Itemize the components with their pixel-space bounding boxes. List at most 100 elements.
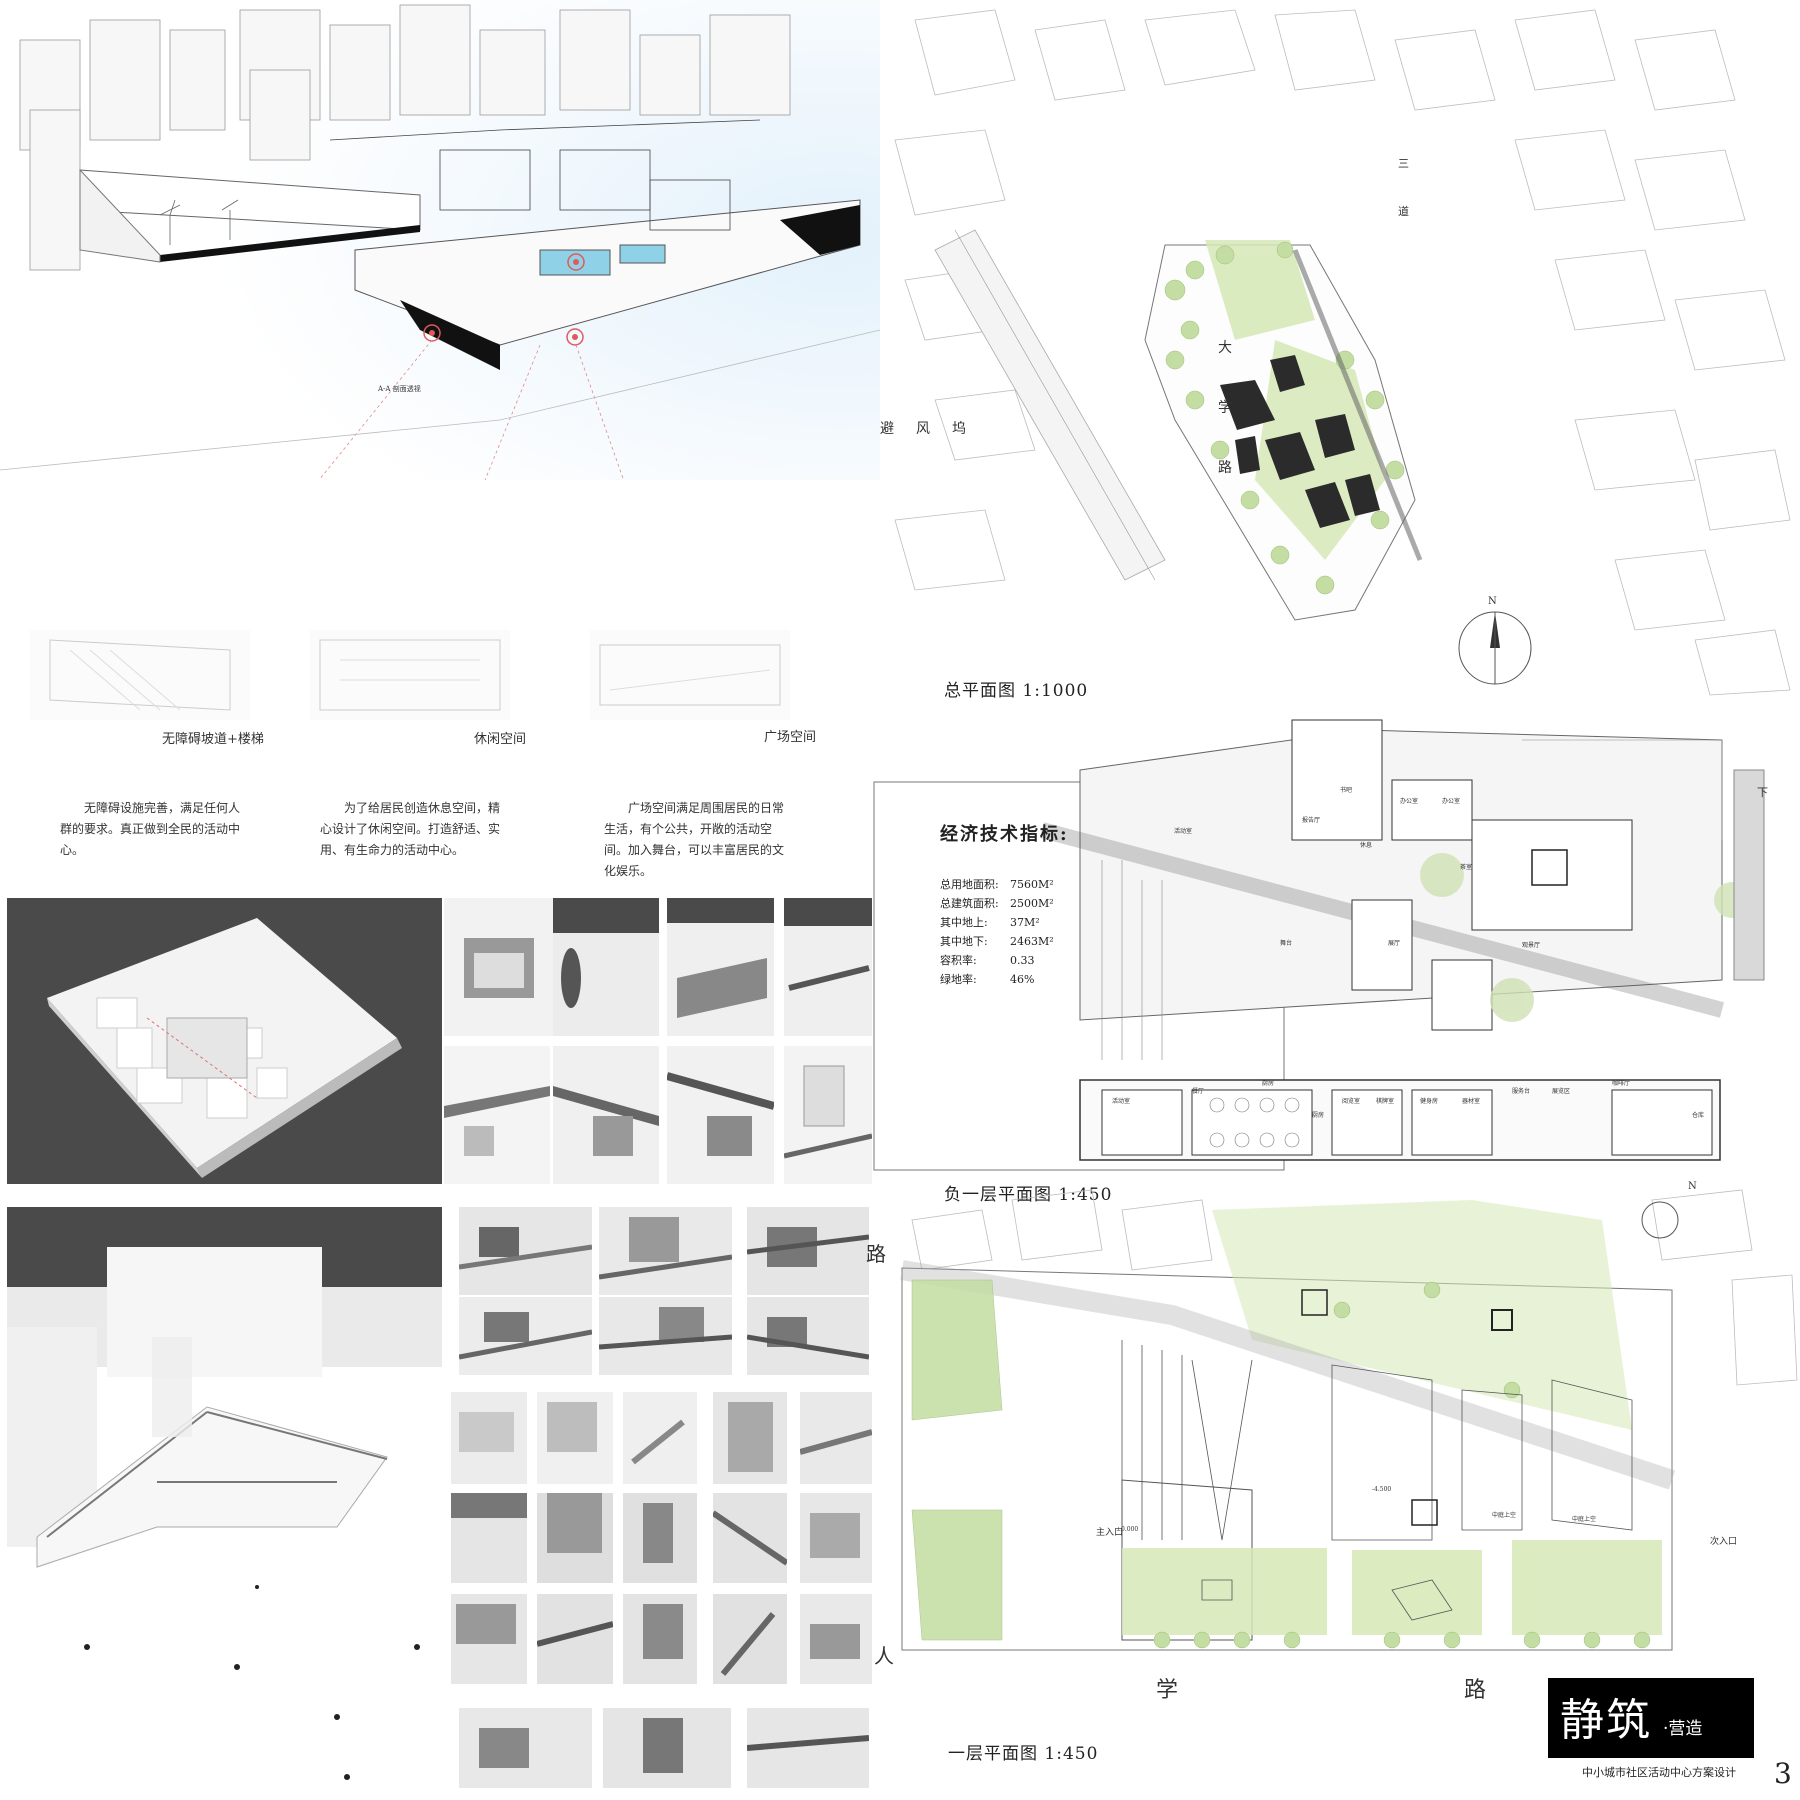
brand-dot: · — [1663, 1719, 1669, 1739]
model-photo-perspective — [7, 1207, 442, 1782]
inset-ramp-thumb — [30, 630, 250, 720]
page-number: 3 — [1774, 1757, 1792, 1790]
model-detail-3 — [667, 898, 774, 1036]
site-road-name: 大学路 — [1218, 340, 1232, 476]
ground-main-entry: 主入口 — [1096, 1528, 1124, 1538]
indicator-row-2: 总建筑面积: 2500M² — [940, 895, 1054, 913]
basement-room-2: 办公室 — [1400, 798, 1419, 805]
basement-room-10: 茶室 — [1460, 864, 1473, 871]
indicator-value-6: 46% — [1010, 973, 1035, 986]
model-detail-8 — [784, 1046, 872, 1184]
interior-thumb-1 — [451, 1392, 527, 1484]
model-detail-5 — [444, 1046, 550, 1184]
ground-plan-title: 一层平面图 1:450 — [948, 1744, 1099, 1764]
interior-thumb-4 — [713, 1392, 787, 1484]
basement-room-20: 服务台 — [1512, 1088, 1531, 1095]
indicator-label-3: 其中地上: — [940, 916, 988, 929]
basement-room-3: 办公室 — [1442, 798, 1461, 805]
interior-thumb-2 — [537, 1392, 613, 1484]
indicator-label-1: 总用地面积: — [940, 878, 999, 891]
ground-plan: N 中庭上空 中庭上空 ±0.000 -4.500 — [872, 1180, 1800, 1800]
interior-thumb-13 — [623, 1594, 697, 1684]
section-perspective: A-A 剖面透视 — [0, 0, 880, 480]
interior-thumb-3 — [623, 1392, 697, 1484]
indicator-value-2: 2500M² — [1010, 897, 1054, 910]
indicator-value-5: 0.33 — [1010, 954, 1035, 967]
inset-plaza-thumb — [590, 630, 790, 720]
model-thumb-2 — [599, 1207, 732, 1295]
model-thumb-9 — [747, 1708, 869, 1788]
model-thumb-7 — [459, 1708, 592, 1788]
site-plan: N — [875, 0, 1800, 700]
model-thumb-6 — [747, 1297, 869, 1375]
brand-block: 静筑 ·营造 — [1548, 1678, 1754, 1758]
site-area-name: 避风坞 — [880, 421, 988, 437]
inset-text-ramp: 无障碍设施完善，满足任何人群的要求。真正做到全民的活动中心。 — [60, 801, 241, 857]
model-photo-aerial — [7, 898, 442, 1184]
basement-room-11: 餐厅 — [1192, 1088, 1205, 1095]
basement-room-19: 展览区 — [1552, 1088, 1571, 1095]
basement-room-4: 报告厅 — [1302, 817, 1321, 824]
ground-north-label: N — [1688, 1181, 1697, 1192]
section-perspective-drawing — [0, 0, 880, 480]
inset-label-ramp: 无障碍坡道+楼梯 — [162, 732, 264, 747]
indicator-row-5: 容积率: 0.33 — [940, 952, 1035, 970]
site-plan-title: 总平面图 1:1000 — [944, 681, 1089, 701]
model-detail-1 — [444, 898, 557, 1036]
basement-room-5: 休息 — [1360, 842, 1373, 849]
ground-level-2: -4.500 — [1372, 1486, 1392, 1493]
indicator-label-4: 其中地下: — [940, 935, 988, 948]
basement-room-16: 健身房 — [1420, 1098, 1439, 1105]
site-north-label: N — [1488, 596, 1497, 607]
model-detail-4 — [784, 898, 872, 1036]
section-caption: A-A 剖面透视 — [378, 385, 421, 393]
brand-project: 中小城市社区活动中心方案设计 — [1582, 1766, 1736, 1779]
inset-label-plaza: 广场空间 — [764, 730, 817, 745]
ground-road-char-4: 人 — [874, 1644, 894, 1668]
model-detail-6 — [553, 1046, 659, 1184]
interior-thumb-8 — [623, 1493, 697, 1583]
basement-room-6: 舞台 — [1280, 940, 1293, 947]
indicators-block: 经济技术指标: 总用地面积:7560M² 总建筑面积: 2500M² 其中地上: 3… — [940, 820, 1140, 990]
indicator-row-3: 其中地上: 37M² — [940, 914, 1040, 932]
inset-text-plaza: 广场空间满足周围居民的日常生活，有个公共，开敞的活动空间。加入舞台，可以丰富居民… — [604, 801, 785, 878]
interior-thumb-7 — [537, 1493, 613, 1583]
ground-road-char-2: 路 — [1464, 1678, 1487, 1703]
basement-room-18: 咖啡厅 — [1612, 1080, 1631, 1087]
interior-thumb-10 — [800, 1493, 872, 1583]
basement-plan: 下 书吧 办公室 办公室 报告厅 休息 舞台 展厅 观景厅 活动室 茶室 餐厅 … — [872, 700, 1800, 1180]
basement-room-21: 厨房 — [1312, 1112, 1325, 1119]
model-thumb-3 — [747, 1207, 869, 1295]
indicator-value-3: 37M² — [1010, 916, 1040, 929]
ground-secondary-entry: 次入口 — [1710, 1537, 1738, 1547]
basement-room-14: 阅览室 — [1342, 1098, 1361, 1105]
basement-down-mark: 下 — [1757, 786, 1768, 799]
model-thumb-1 — [459, 1207, 592, 1295]
interior-thumb-12 — [537, 1594, 613, 1684]
ground-road-char-1: 学 — [1156, 1678, 1179, 1703]
ground-atrium-2: 中庭上空 — [1572, 1516, 1597, 1523]
model-detail-7 — [667, 1046, 774, 1184]
ground-atrium-1: 中庭上空 — [1492, 1512, 1517, 1519]
model-thumb-8 — [603, 1708, 731, 1788]
basement-room-17: 器材室 — [1462, 1098, 1481, 1105]
interior-thumb-5 — [800, 1392, 872, 1484]
indicator-label-6: 绿地率: — [940, 973, 977, 986]
indicator-label-2: 总建筑面积: — [940, 897, 999, 910]
interior-thumb-9 — [713, 1493, 787, 1583]
basement-room-9: 活动室 — [1174, 828, 1193, 835]
brand-subtitle-wrap: ·营造 — [1663, 1714, 1702, 1739]
basement-room-1: 书吧 — [1340, 787, 1353, 794]
basement-plan-title: 负一层平面图 1:450 — [944, 1185, 1113, 1205]
ground-road-char-3: 路 — [866, 1242, 886, 1266]
model-detail-2 — [553, 898, 659, 1036]
basement-room-8: 观景厅 — [1522, 942, 1541, 949]
indicator-row-1: 总用地面积:7560M² — [940, 876, 1054, 894]
basement-room-12: 厨房 — [1262, 1080, 1275, 1087]
basement-room-22: 仓库 — [1692, 1112, 1705, 1119]
indicator-label-5: 容积率: — [940, 954, 977, 967]
basement-room-15: 棋牌室 — [1376, 1098, 1395, 1105]
interior-thumb-6 — [451, 1493, 527, 1583]
interior-thumb-14 — [713, 1594, 787, 1684]
indicators-heading: 经济技术指标: — [940, 824, 1069, 845]
